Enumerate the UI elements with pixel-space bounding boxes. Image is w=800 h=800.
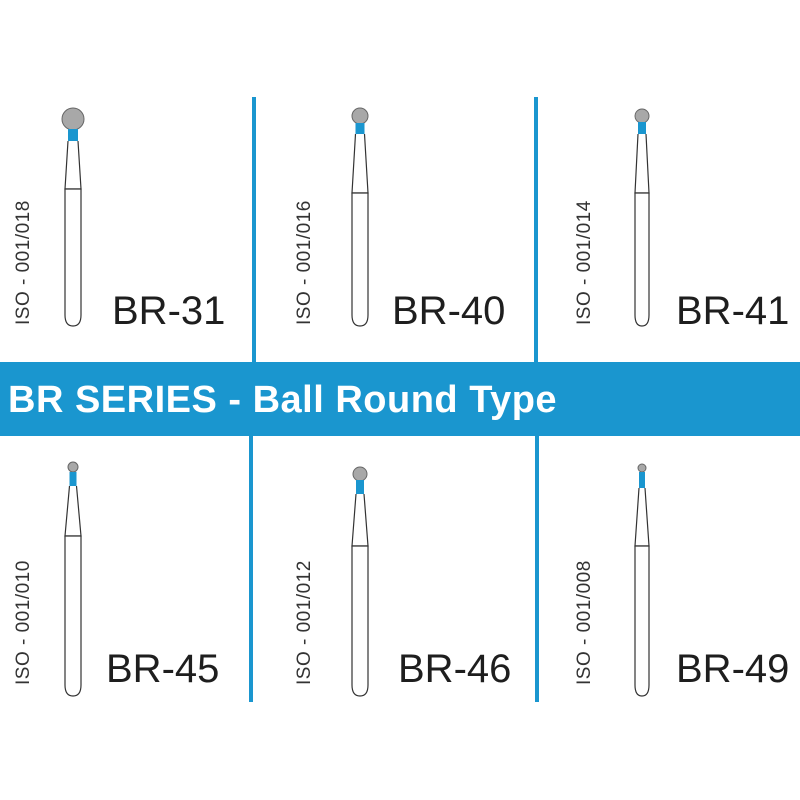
bur-icon (351, 107, 369, 327)
iso-label: ISO - 001/014 (574, 200, 595, 325)
iso-label: ISO - 001/012 (294, 560, 315, 685)
bur-code: BR-31 (112, 289, 226, 333)
bur-code: BR-46 (398, 647, 512, 691)
title-banner: BR SERIES - Ball Round Type (0, 362, 800, 436)
iso-label: ISO - 001/010 (13, 560, 34, 685)
bur-code: BR-45 (106, 647, 220, 691)
bur-icon (634, 108, 650, 327)
bur-icon (351, 466, 369, 697)
bur-icon (61, 107, 85, 327)
page-title: BR SERIES - Ball Round Type (8, 379, 558, 421)
iso-label: ISO - 001/016 (294, 200, 315, 325)
iso-label: ISO - 001/008 (574, 560, 595, 685)
bur-code: BR-40 (392, 289, 506, 333)
bur-code: BR-49 (676, 647, 790, 691)
divider-top-left (252, 97, 256, 362)
divider-bottom-right (535, 436, 539, 702)
bur-icon (64, 461, 82, 697)
bur-icon (634, 463, 650, 697)
divider-bottom-left (249, 436, 253, 702)
bur-code: BR-41 (676, 289, 790, 333)
divider-top-right (534, 97, 538, 362)
iso-label: ISO - 001/018 (13, 200, 34, 325)
